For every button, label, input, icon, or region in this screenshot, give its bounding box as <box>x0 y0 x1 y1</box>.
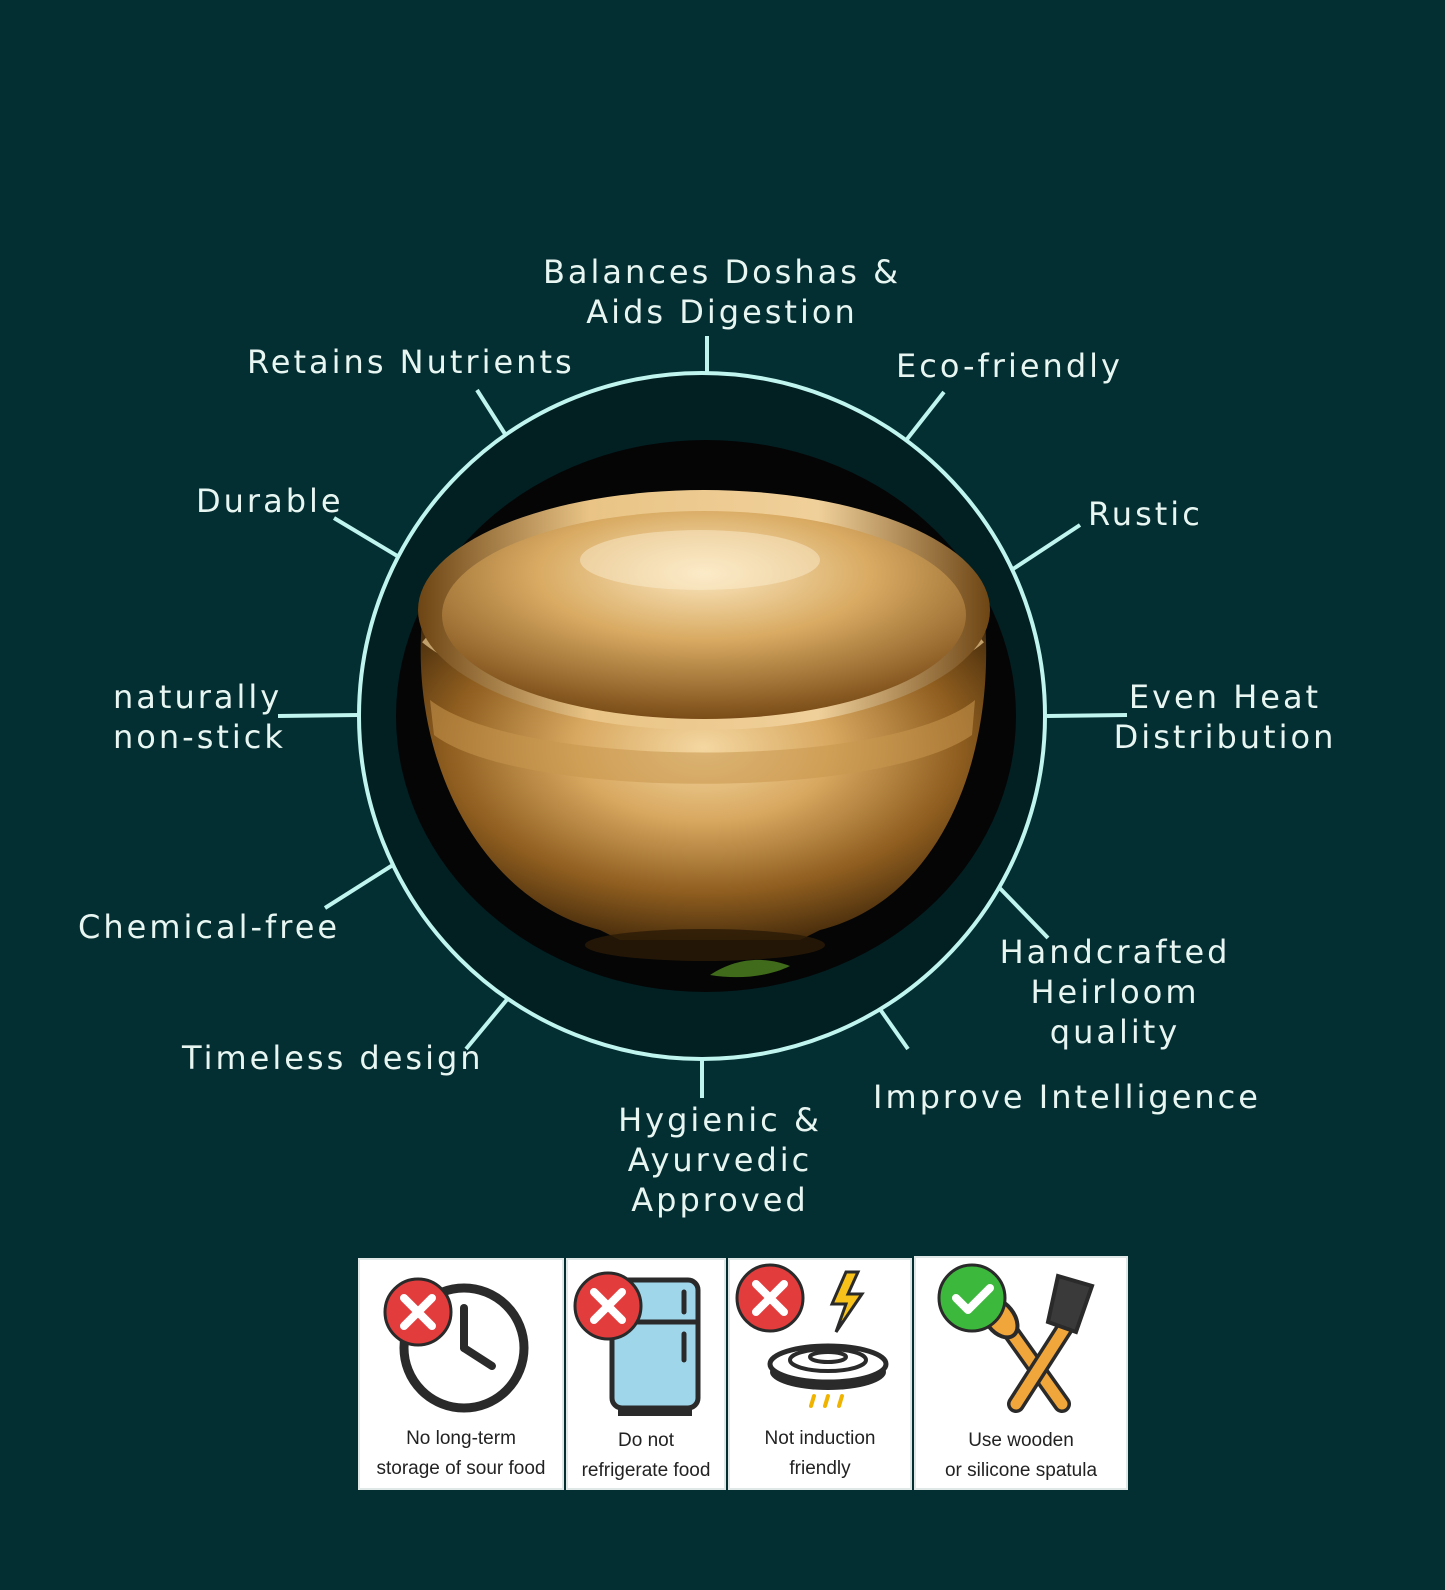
cross-badge-icon <box>383 1277 453 1347</box>
feature-eco-friendly: Eco-friendly <box>896 347 1123 385</box>
feature-handcrafted-heirloom: Handcrafted Heirloom quality <box>999 933 1231 1051</box>
feature-improve-intelligence: Improve Intelligence <box>873 1078 1261 1116</box>
cross-badge-icon <box>735 1263 805 1333</box>
spatula-icon <box>980 1273 1095 1413</box>
feature-naturally-non-stick: naturally non-stick <box>113 678 286 756</box>
feature-retains-nutrients: Retains Nutrients <box>247 343 575 381</box>
feature-timeless-design: Timeless design <box>182 1039 484 1077</box>
feature-rustic: Rustic <box>1088 495 1203 533</box>
card-caption-storage: No long-term storage of sour food <box>376 1428 546 1479</box>
card-caption-spatula: Use wooden or silicone spatula <box>944 1430 1098 1481</box>
card-no-long-term-storage: No long-term storage of sour food <box>358 1258 564 1490</box>
feature-even-heat-distribution: Even Heat Distribution <box>1113 678 1337 756</box>
card-use-wooden-spatula: Use wooden or silicone spatula <box>914 1256 1128 1490</box>
card-not-induction-friendly: Not induction friendly <box>728 1258 912 1490</box>
cross-badge-icon <box>573 1271 643 1341</box>
induction-icon <box>767 1270 889 1408</box>
feature-balances-doshas: Balances Doshas & Aids Digestion <box>542 253 902 331</box>
check-badge-icon <box>937 1263 1007 1333</box>
feature-durable: Durable <box>196 482 344 520</box>
feature-hygienic-ayurvedic: Hygienic & Ayurvedic Approved <box>618 1101 822 1219</box>
bronze-bowl-image <box>396 440 1016 992</box>
feature-chemical-free: Chemical-free <box>78 908 341 946</box>
card-caption-fridge: Do not refrigerate food <box>581 1430 711 1481</box>
card-caption-induction: Not induction friendly <box>764 1428 876 1479</box>
card-do-not-refrigerate: Do not refrigerate food <box>566 1258 726 1490</box>
